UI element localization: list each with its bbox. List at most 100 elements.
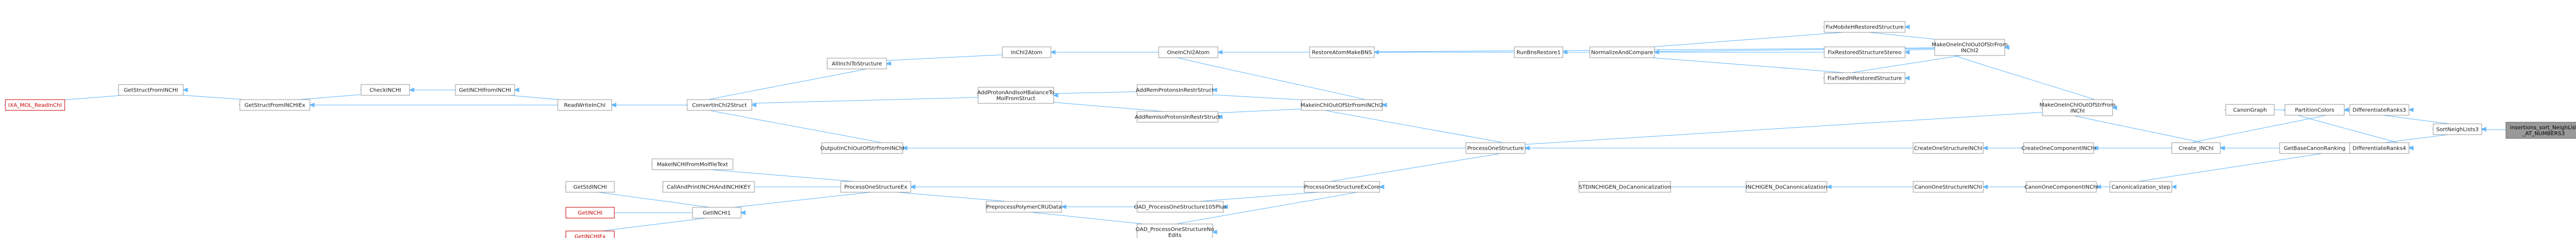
node-label: DifferentiateRanks3: [2352, 108, 2406, 114]
node-box: [1589, 46, 1655, 58]
node-process-one-struct-ex-core[interactable]: ProcessOneStructureExCore: [1304, 181, 1380, 193]
node-oad-105plus[interactable]: OAD_ProcessOneStructure105Plus: [1134, 201, 1227, 213]
arrowhead-icon: [1050, 50, 1056, 55]
node-sort-neigh[interactable]: SortNeighLists3: [2433, 123, 2482, 135]
edge-line: [2109, 148, 2353, 187]
arrowhead-icon: [1904, 50, 1910, 55]
node-make-inchi-from-molfile[interactable]: MakeINCHIFromMolfileText: [652, 158, 733, 170]
node-label: CheckINCHI: [370, 88, 401, 94]
node-get-struct-from-inchi[interactable]: GetStructFromINCHI: [118, 84, 184, 96]
edge-line: [1303, 148, 1529, 187]
node-partition-colors[interactable]: PartitionColors: [2284, 104, 2345, 116]
arrowhead-icon: [1379, 184, 1384, 190]
node-read-write-inchi[interactable]: ReadWriteInChI: [557, 99, 612, 111]
node-get-inchi[interactable]: GetINCHI: [565, 207, 615, 219]
arrowhead-icon: [1061, 204, 1067, 209]
node-add-rem-protons[interactable]: AddRemProtonsInRestrStruct: [1136, 84, 1214, 96]
arrowhead-icon: [740, 210, 746, 215]
node-box: [1137, 84, 1213, 96]
node-label: MolFromStruct: [996, 96, 1036, 102]
node-label: INCHIGEN_DoCanonicalization: [1746, 185, 1827, 191]
node-label: PreprocessPolymerCRUData: [986, 205, 1062, 211]
node-label: FixRestoredStructureStereo: [1827, 50, 1901, 56]
node-fix-mobile-h[interactable]: FixMobileHRestoredStructure: [1824, 21, 1906, 33]
node-get-inchi-ex[interactable]: GetINCHIEx: [565, 230, 615, 238]
node-normalize-compare[interactable]: NormalizeAndCompare: [1589, 46, 1655, 58]
node-label: ReadWriteInChI: [564, 103, 605, 109]
node-label: RunBnsRestore1: [1516, 50, 1561, 56]
node-label: IXA_MOL_ReadInChI: [8, 103, 61, 109]
node-one-inchi-2-atom[interactable]: OneInChI2Atom: [1158, 46, 1218, 58]
node-restore-atom-make-bns[interactable]: RestoreAtomMakeBNS: [1309, 46, 1375, 58]
node-canon-one-comp[interactable]: CanonOneComponentINChI: [2024, 181, 2099, 193]
node-box: [1913, 142, 1984, 154]
node-ixa-mol-read-inchi[interactable]: IXA_MOL_ReadInChI: [5, 99, 65, 111]
node-std-do-canon[interactable]: STDINCHIGEN_DoCanonicalization: [1578, 181, 1671, 193]
node-create-one-comp[interactable]: CreateOneComponentINChI: [2021, 142, 2096, 154]
node-get-struct-from-inchi-ex[interactable]: GetStructFromINCHIEx: [239, 99, 310, 111]
node-box: [2505, 122, 2576, 139]
node-canon-one-struct[interactable]: CanonOneStructureINChI: [1913, 181, 1984, 193]
node-root[interactable]: insertions_sort_NeighList_AT_NUMBERS3: [2505, 122, 2576, 139]
node-make-inchi-out-of-strs[interactable]: MakeInChIOutOfStrFromINChI2: [1300, 99, 1383, 111]
arrowhead-icon: [309, 102, 315, 108]
node-call-and-print[interactable]: CallAndPrintINCHIAndINCHIKEY: [662, 181, 755, 193]
node-label: CreateOneStructureINChI: [1914, 146, 1983, 152]
arrowhead-icon: [1217, 114, 1223, 120]
node-label: DifferentiateRanks4: [2352, 146, 2406, 152]
node-box: [2433, 123, 2482, 135]
edge-line: [2170, 109, 2349, 149]
arrowhead-icon: [902, 145, 908, 151]
node-canon-graph[interactable]: CanonGraph: [2225, 104, 2275, 116]
node-get-base-canon[interactable]: GetBaseCanonRanking: [2279, 142, 2350, 154]
node-label: FixFixedHRestoredStructure: [1827, 76, 1902, 82]
edge-line: [2283, 109, 2413, 149]
node-box: [692, 207, 742, 219]
node-label: ProcessOneStructure: [1467, 146, 1524, 152]
edge-line: [1158, 52, 1386, 106]
edge-process_one_struct_ex-to-process_one_struct_ex_core: [840, 184, 1384, 190]
node-create-one-struct[interactable]: CreateOneStructureINChI: [1913, 142, 1984, 154]
node-label: CanonOneComponentINChI: [2024, 185, 2098, 191]
node-get-std-inchi[interactable]: GetStdINCHI: [565, 181, 615, 193]
node-label: FixMobileHRestoredStructure: [1826, 25, 1904, 31]
node-inchi-2-atom[interactable]: InChI2Atom: [1002, 46, 1051, 58]
node-label: PartitionColors: [2295, 108, 2335, 114]
node-process-one-struct[interactable]: ProcessOneStructure: [1465, 142, 1526, 154]
node-fix-restored-stereo[interactable]: FixRestoredStructureStereo: [1824, 46, 1906, 58]
node-check-inchi[interactable]: CheckINCHI: [361, 84, 410, 96]
node-output-inchi-out-of-strs[interactable]: OutputInChIOutOfStrFromINChI: [820, 142, 904, 154]
node-convert-inchi-2-struct[interactable]: ConvertInChI2Struct: [687, 99, 752, 111]
node-process-one-struct-ex[interactable]: ProcessOneStructureEx: [840, 181, 911, 193]
node-canon-step[interactable]: Canonicalization_step: [2109, 181, 2172, 193]
node-add-rem-iso-protons[interactable]: AddRemIsoProtonsInRestrStruct: [1135, 111, 1221, 123]
edge-line: [1465, 107, 2116, 149]
node-label: INChI2: [1961, 48, 1978, 54]
node-label: ProcessOneStructureExCore: [1304, 185, 1380, 191]
node-get-inchi1[interactable]: GetINCHI1: [692, 207, 742, 219]
node-diff-ranks3[interactable]: DifferentiateRanks3: [2349, 104, 2409, 116]
arrowhead-icon: [2095, 184, 2101, 190]
node-create-inchi[interactable]: Create_INChI: [2171, 142, 2221, 154]
node-preprocess-polymer[interactable]: PreprocessPolymerCRUData: [986, 201, 1062, 213]
arrowhead-icon: [611, 102, 617, 108]
node-box: [118, 84, 184, 96]
node-box: [2042, 99, 2113, 116]
arrowhead-icon: [1524, 145, 1530, 151]
node-run-bns-restore[interactable]: RunBnsRestore1: [1514, 46, 1563, 58]
node-all-inchi-to-structure[interactable]: AllInchiToStructure: [827, 58, 887, 69]
node-box: [1824, 46, 1906, 58]
node-box: [1309, 46, 1375, 58]
node-box: [2109, 181, 2172, 193]
node-get-inchi-from-inchi[interactable]: GetINCHIfromINCHI: [455, 84, 515, 96]
node-fix-fixed-h[interactable]: FixFixedHRestoredStructure: [1824, 72, 1906, 84]
node-box: [239, 99, 310, 111]
node-diff-ranks4[interactable]: DifferentiateRanks4: [2349, 142, 2409, 154]
node-box: [662, 181, 755, 193]
node-inchi-do-canon[interactable]: INCHIGEN_DoCanonicalization: [1746, 181, 1827, 193]
